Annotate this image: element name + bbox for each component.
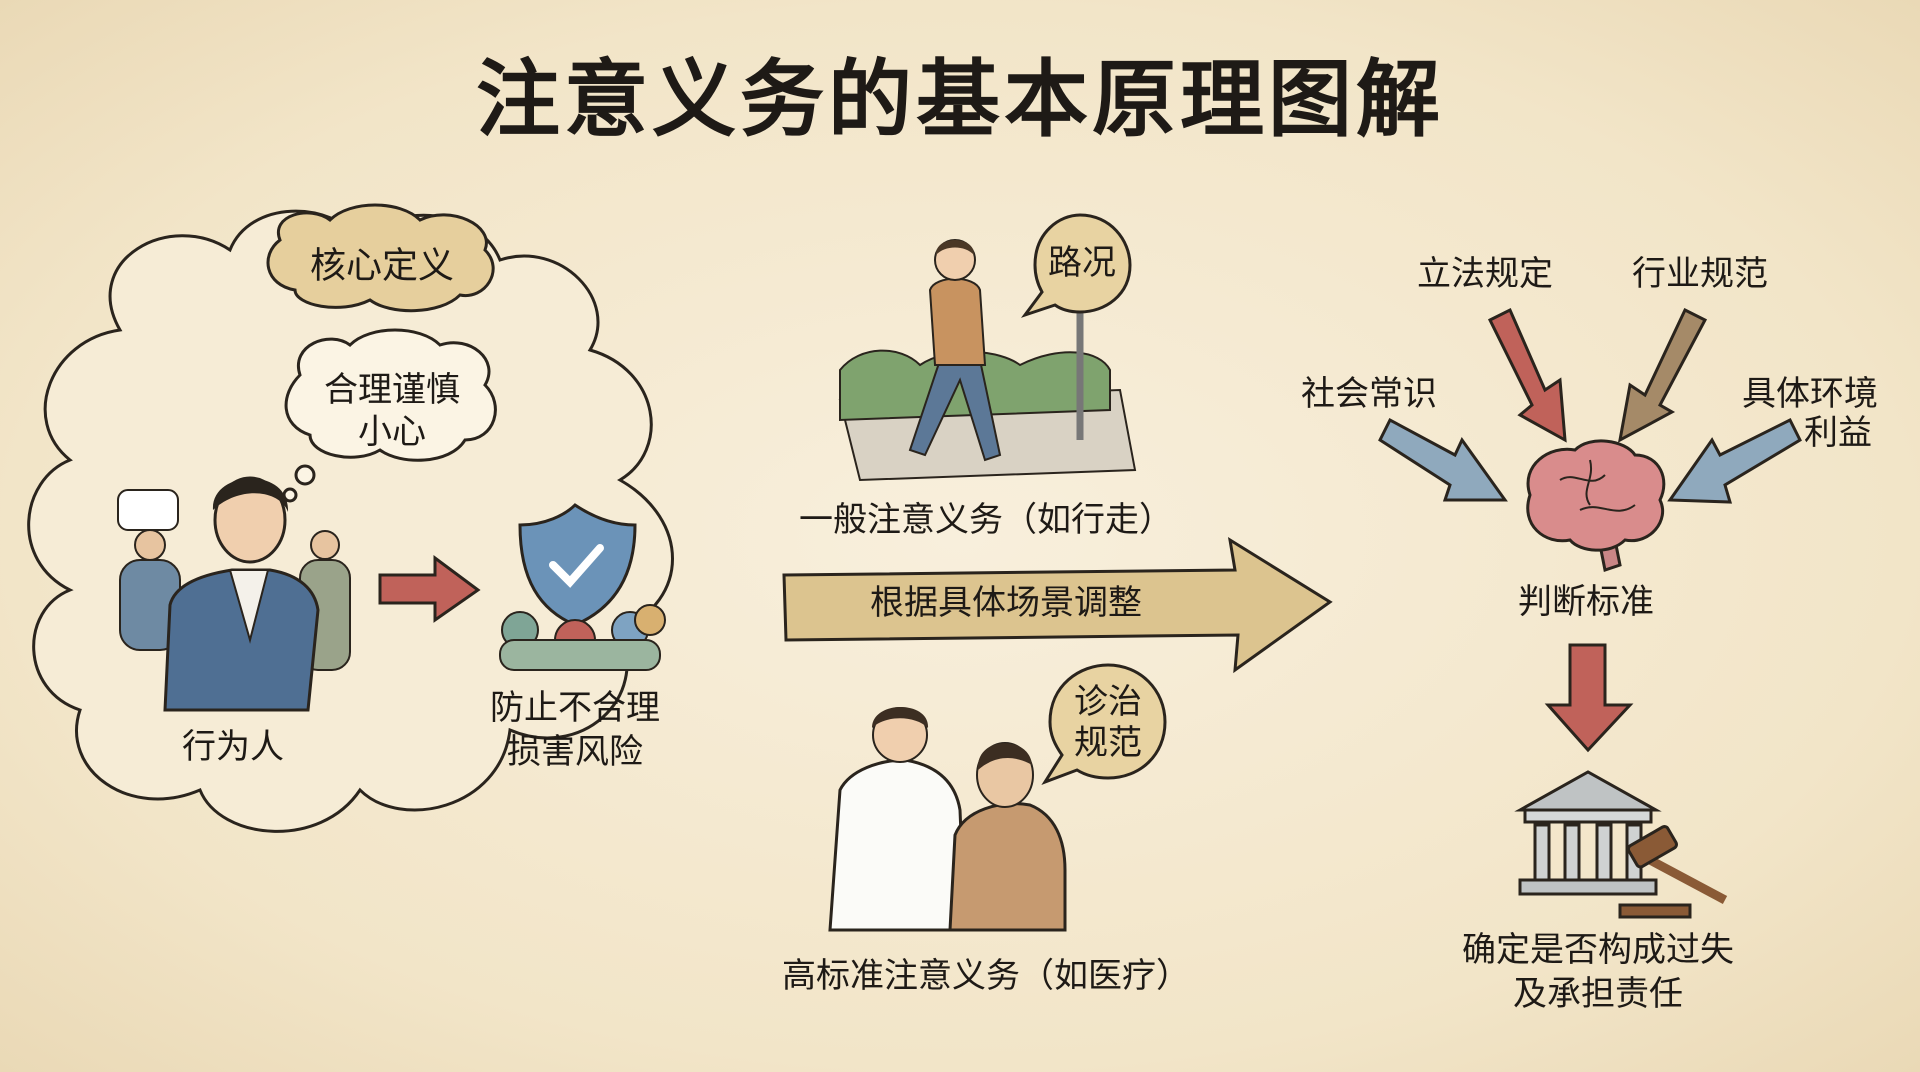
walking-person-illustration (838, 239, 1137, 482)
context-label-line-2: 利益 (1804, 412, 1872, 453)
doctor-patient-illustration (828, 707, 1067, 932)
diagnosis-bubble-line-2: 规范 (1074, 722, 1142, 763)
standard-label: 判断标准 (1518, 581, 1654, 622)
brown-down-arrow-icon (1617, 307, 1708, 443)
diagnosis-bubble-line-1: 诊治 (1074, 681, 1142, 722)
legislation-label: 立法规定 (1417, 253, 1553, 294)
page-title: 注意义务的基本原理图解 (475, 50, 1445, 149)
thought-line-1: 合理谨慎 (324, 369, 460, 410)
blue-right-arrow-icon (1378, 417, 1508, 502)
general-duty-label: 一般注意义务（如行走） (799, 499, 1173, 540)
core-heading-bubble (266, 203, 495, 313)
industry-label: 行业规范 (1632, 253, 1768, 294)
diagnosis-speech-bubble (1041, 663, 1167, 785)
blue-left-arrow-icon (1667, 417, 1802, 504)
result-line-2: 及承担责任 (1513, 973, 1683, 1014)
gavel-icon (1618, 825, 1728, 919)
input-arrows (1378, 307, 1802, 504)
shield-icon (499, 503, 666, 671)
high-duty-label: 高标准注意义务（如医疗） (782, 955, 1190, 996)
context-label-line-1: 具体环境 (1742, 373, 1878, 414)
thought-bubble (282, 328, 497, 503)
goal-label-line-2: 损害风险 (507, 731, 643, 772)
common-sense-label: 社会常识 (1301, 373, 1437, 414)
result-line-1: 确定是否构成过失 (1462, 929, 1734, 970)
red-down-arrow-icon (1487, 307, 1567, 443)
thought-line-2: 小心 (358, 411, 426, 452)
goal-label-line-1: 防止不合理 (490, 687, 660, 728)
actor-illustration (117, 476, 351, 712)
red-down-arrow-result-icon (1544, 643, 1634, 753)
road-speech-bubble (1020, 213, 1132, 318)
adjustment-arrow (782, 536, 1333, 674)
actor-label: 行为人 (182, 726, 284, 767)
brain-icon (1526, 439, 1666, 572)
core-heading: 核心定义 (309, 245, 455, 287)
adjustment-arrow-label: 根据具体场景调整 (870, 582, 1142, 623)
red-arrow-icon (378, 555, 481, 623)
road-bubble-text: 路况 (1048, 242, 1116, 283)
courthouse-icon (1514, 770, 1662, 896)
